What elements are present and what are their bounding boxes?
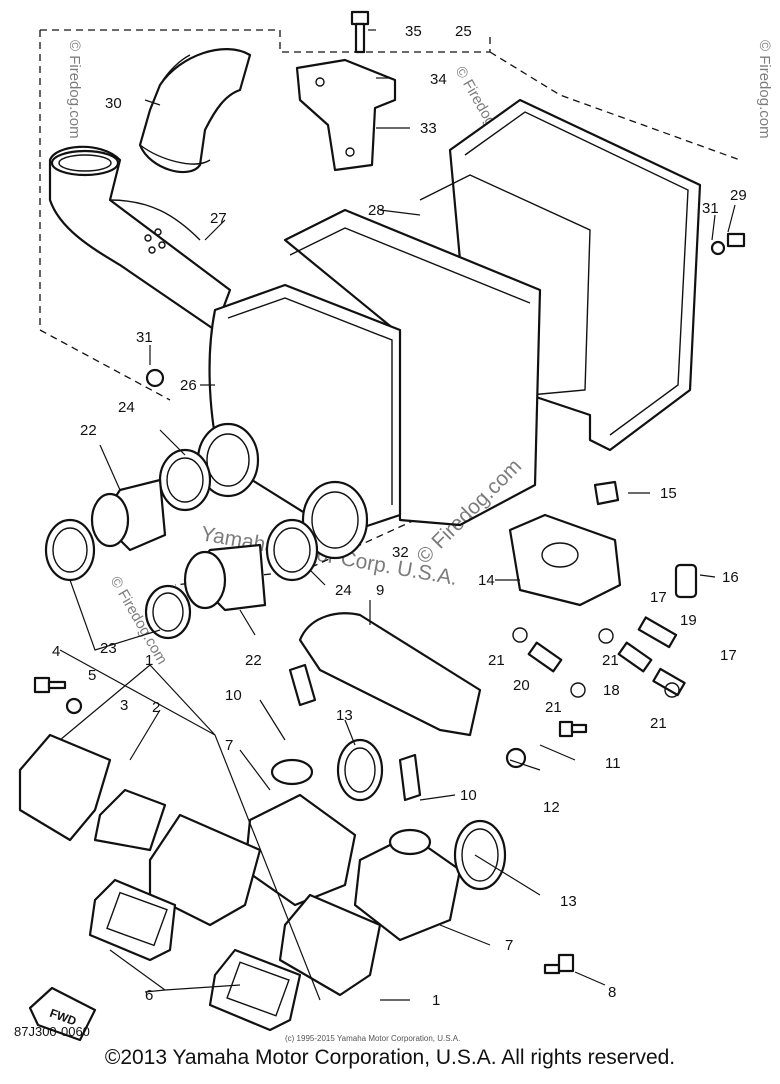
callout-14: 14 [478, 572, 495, 589]
bolt-36 [350, 10, 370, 54]
fasteners [33, 232, 746, 975]
clamps-13 [336, 738, 507, 891]
callout-21a: 21 [488, 652, 505, 669]
callout-28: 28 [368, 202, 385, 219]
callout-4: 4 [52, 643, 60, 660]
watermark-side-left: © Firedog.com [66, 40, 83, 139]
callout-17b: 17 [720, 647, 737, 664]
callout-9: 9 [376, 582, 384, 599]
callout-15: 15 [660, 485, 677, 502]
callout-36: 35 [405, 23, 422, 40]
callout-19: 19 [680, 612, 697, 629]
callout-1b: 1 [432, 992, 440, 1009]
callout-10b: 10 [460, 787, 477, 804]
callout-1a: 1 [145, 652, 153, 669]
bracket-34 [295, 58, 397, 172]
joint-rings [158, 422, 369, 582]
drawing-code: 87J300-0060 [14, 1024, 90, 1039]
silencer-9 [288, 612, 482, 802]
hoses-17-21 [512, 616, 686, 698]
callout-12: 12 [543, 799, 560, 816]
callout-20: 20 [513, 677, 530, 694]
callout-29: 29 [730, 187, 747, 204]
callout-13a: 13 [336, 707, 353, 724]
callout-25: 25 [455, 23, 472, 40]
callout-35: 34 [430, 71, 447, 88]
callout-16: 16 [722, 569, 739, 586]
callout-33: 32 [392, 544, 409, 561]
callout-22b: 22 [245, 652, 262, 669]
callout-31: 30 [105, 95, 122, 112]
callout-27: 27 [210, 210, 227, 227]
callout-21c: 21 [545, 699, 562, 716]
callout-30: 31 [702, 200, 719, 217]
callout-18: 18 [603, 682, 620, 699]
callout-26: 26 [180, 377, 197, 394]
callout-11: 11 [605, 755, 621, 772]
callout-8: 8 [608, 984, 616, 1001]
reed-housing-7 [243, 758, 462, 942]
callout-7b: 7 [505, 937, 513, 954]
callout-6: 6 [145, 987, 153, 1004]
fwd-arrow-icon: FWD [28, 986, 97, 1042]
reed-valves [18, 733, 382, 1032]
callout-10a: 10 [225, 687, 242, 704]
callout-34: 33 [420, 120, 437, 137]
callout-13b: 13 [560, 893, 577, 910]
fuel-pump-14 [508, 480, 698, 607]
callouts: 35 25 34 33 30 27 28 31 29 31 26 24 22 1… [52, 23, 747, 1009]
callout-17a: 17 [650, 589, 667, 606]
callout-21b: 21 [602, 652, 619, 669]
callout-7a: 7 [225, 737, 233, 754]
callout-23: 23 [100, 640, 117, 657]
duct-27 [48, 145, 232, 332]
assembly-outline-25 [39, 29, 741, 586]
callout-24b: 24 [335, 582, 352, 599]
small-copyright: (c) 1995-2015 Yamaha Motor Corporation, … [285, 1034, 461, 1043]
callout-21d: 21 [650, 715, 667, 732]
copyright-notice: ©2013 Yamaha Motor Corporation, U.S.A. A… [104, 1046, 676, 1069]
callout-32: 31 [136, 329, 153, 346]
watermark-side-right: © Firedog.com [756, 40, 773, 139]
callout-3: 3 [120, 697, 128, 714]
leader-lines [59, 29, 736, 1001]
callout-5: 5 [88, 667, 96, 684]
clamps-23 [44, 518, 192, 640]
callout-2: 2 [152, 699, 160, 716]
intake-bend-31 [138, 48, 252, 174]
callout-24a: 24 [118, 399, 135, 416]
boots-22 [90, 478, 267, 612]
callout-22a: 22 [80, 422, 97, 439]
